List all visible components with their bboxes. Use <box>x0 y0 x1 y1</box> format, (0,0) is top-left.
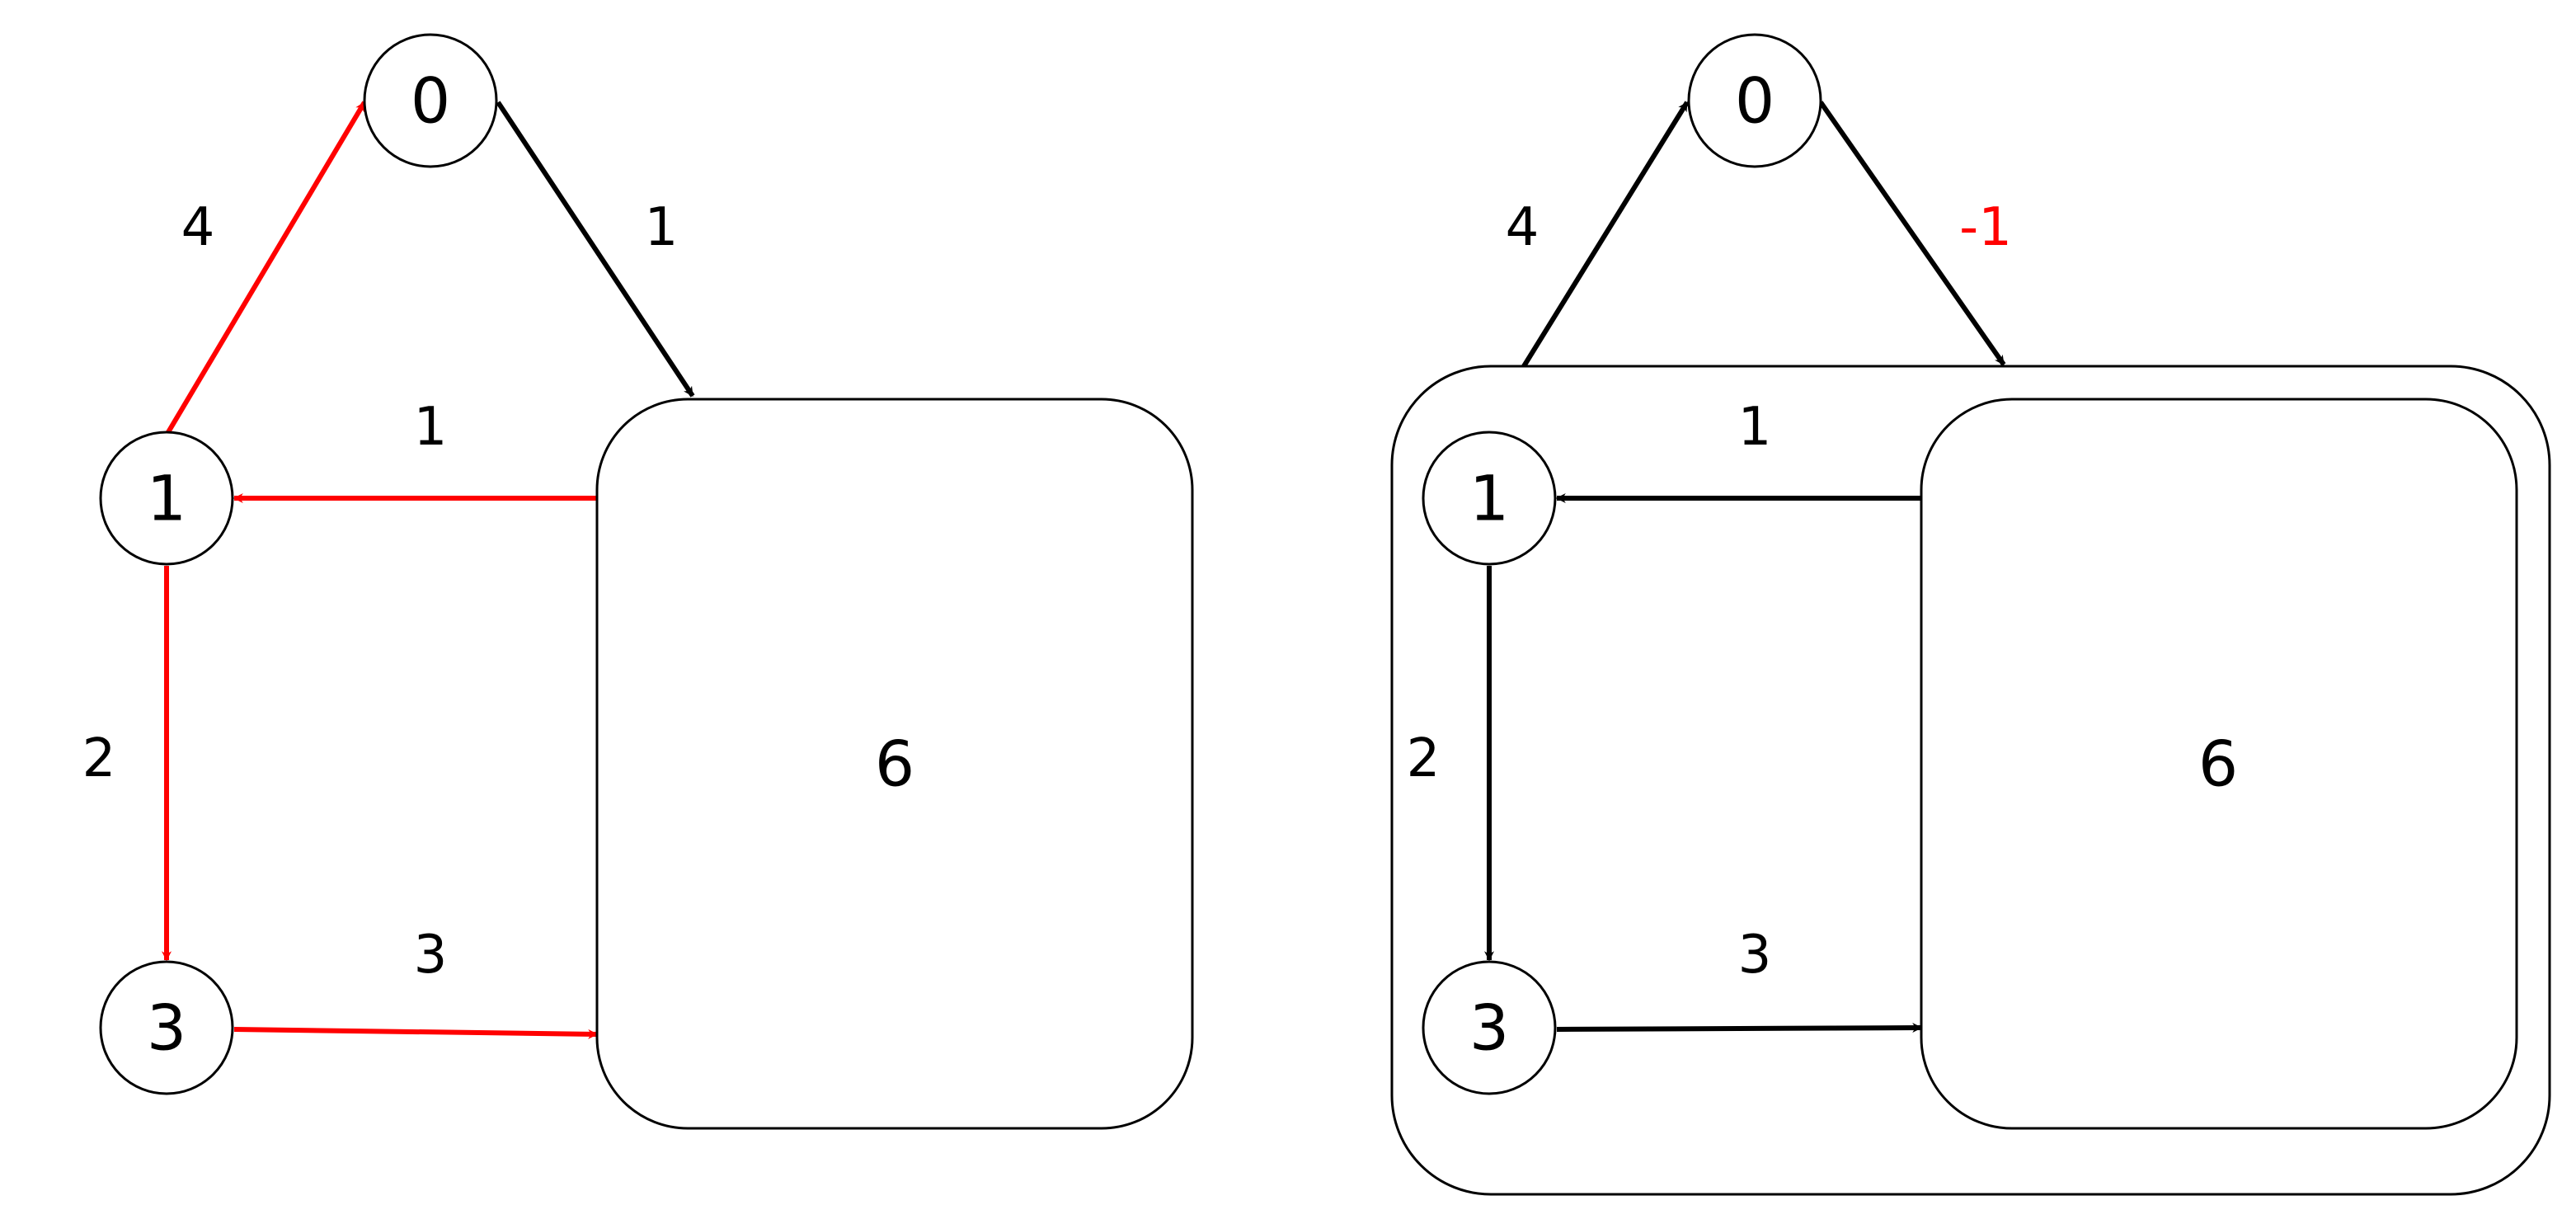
node-0-right-label: 0 <box>1735 64 1775 138</box>
left-panel: 6 0 1 3 4 1 1 2 3 <box>82 33 1194 1130</box>
node-1-label: 1 <box>147 462 186 535</box>
node-3-label: 3 <box>147 991 186 1065</box>
edge-3-6-right <box>1556 1023 1923 1033</box>
node-3 <box>99 960 234 1095</box>
edge-weight-group-0: 4 <box>1506 197 1539 258</box>
right-panel: 6 0 1 3 4 -1 1 2 3 <box>1390 33 2551 1196</box>
node-0-right <box>1687 33 1822 168</box>
edge-weight-6-1-right: 1 <box>1738 397 1772 458</box>
edge-weight-0-group: -1 <box>1959 197 2012 258</box>
node-3-right <box>1422 960 1557 1095</box>
edge-group-0 <box>1521 101 1690 368</box>
edge-3-6 <box>233 1027 599 1039</box>
node-1-right-label: 1 <box>1469 462 1509 535</box>
edge-0-6 <box>496 101 695 398</box>
node-1 <box>99 431 234 566</box>
node-box-6-right-label: 6 <box>2198 727 2238 801</box>
node-3-right-label: 3 <box>1469 991 1509 1065</box>
edge-1-0 <box>166 101 367 434</box>
edge-0-group <box>1818 101 2006 366</box>
edge-weight-0-6: 1 <box>645 197 679 258</box>
node-0-label: 0 <box>411 64 450 138</box>
node-box-6 <box>595 398 1194 1130</box>
node-0 <box>363 33 498 168</box>
edge-weight-1-3: 2 <box>82 728 116 789</box>
node-box-6-label: 6 <box>875 727 914 801</box>
edge-weight-1-3-right: 2 <box>1407 728 1441 789</box>
edge-weight-3-6: 3 <box>414 925 448 986</box>
edge-weight-1-0: 4 <box>181 197 215 258</box>
edge-weight-3-6-right: 3 <box>1738 925 1772 986</box>
node-1-right <box>1422 431 1557 566</box>
node-box-6-right <box>1920 398 2518 1130</box>
edge-weight-6-1: 1 <box>414 397 448 458</box>
